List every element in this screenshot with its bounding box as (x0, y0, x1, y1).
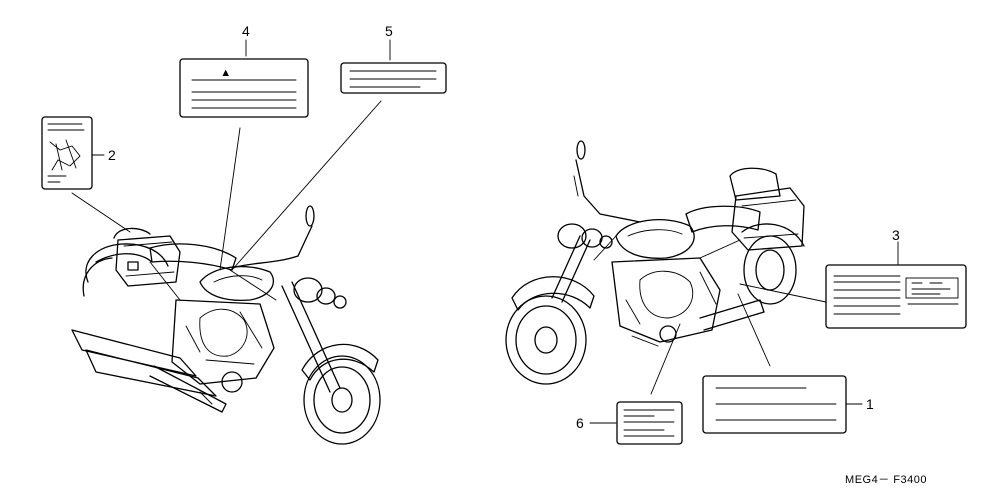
right-motorcycle (505, 140, 805, 385)
diagram-reference-code: MEG4－ F3400 (845, 474, 927, 486)
label-2 (41, 116, 93, 190)
label-1 (702, 375, 847, 434)
label-4: ▲ (179, 58, 309, 118)
callout-5: 5 (385, 23, 393, 39)
callout-6: 6 (576, 415, 584, 431)
callout-2: 2 (108, 147, 116, 163)
callout-3: 3 (892, 227, 900, 243)
callout-1: 1 (866, 396, 874, 412)
callout-4: 4 (242, 23, 250, 39)
callout-numbers: 2 4 5 3 1 6 (108, 23, 900, 431)
label-6 (616, 401, 683, 445)
left-motorcycle (71, 205, 381, 445)
label-3 (825, 264, 967, 329)
warning-triangle-icon: ▲ (220, 67, 231, 79)
label-5 (340, 62, 447, 94)
leader-lines (71, 39, 899, 424)
